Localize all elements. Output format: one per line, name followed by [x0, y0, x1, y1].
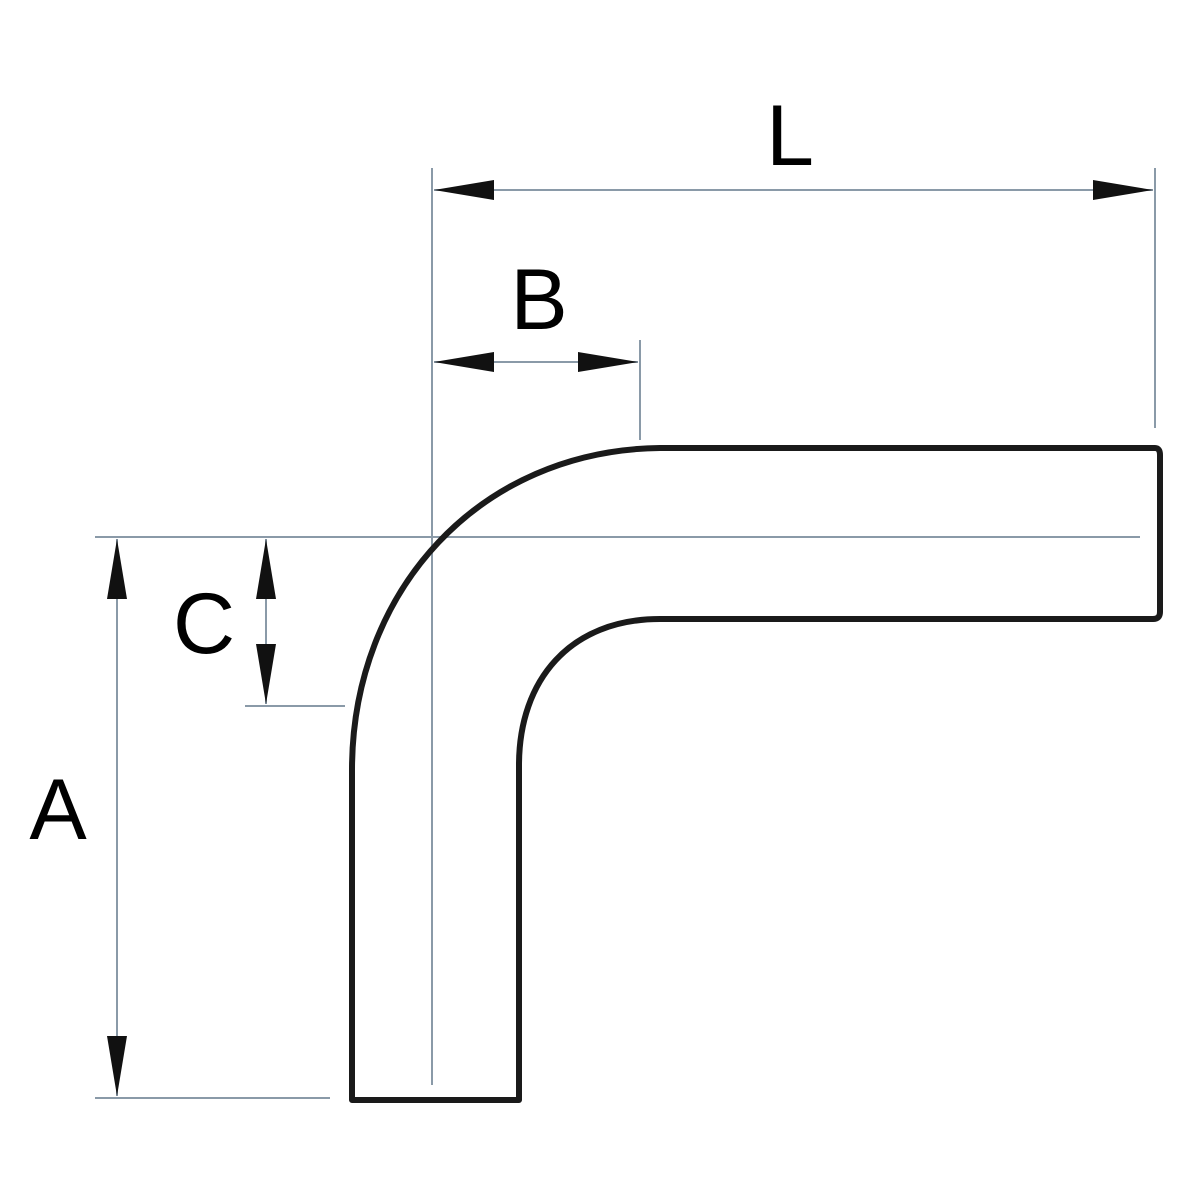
- dimension-label-B: B: [510, 252, 568, 348]
- dimension-lines: [107, 180, 1153, 1096]
- dimension-label-C: C: [172, 576, 236, 672]
- hex-key-outline: [349, 445, 1163, 1103]
- extension-lines: [95, 168, 1156, 1099]
- dimension-label-A: A: [29, 762, 87, 858]
- dimension-label-L: L: [766, 88, 814, 184]
